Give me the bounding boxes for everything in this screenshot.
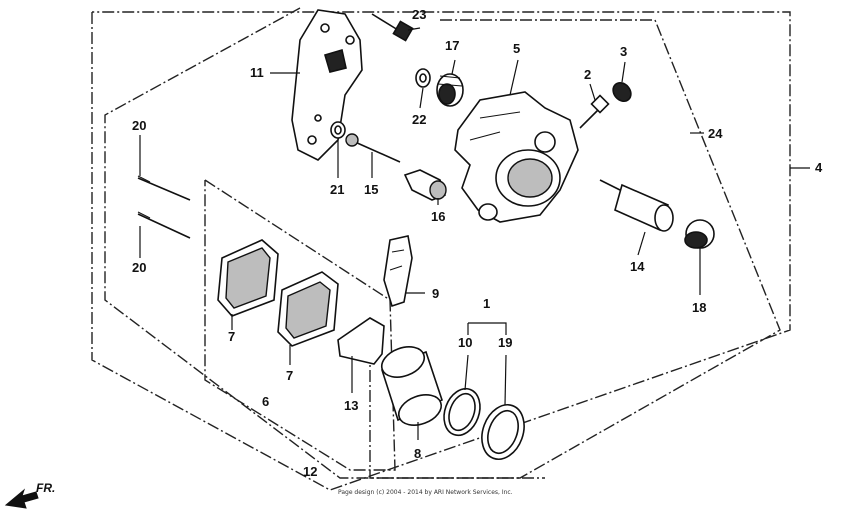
assembly-outline-24 bbox=[104, 7, 781, 479]
bleeder-cap-part-3 bbox=[612, 81, 632, 103]
pad-pin-part-20-upper bbox=[137, 175, 191, 201]
callout-13: 13 bbox=[344, 398, 358, 413]
slide-pin-part-14 bbox=[599, 179, 674, 232]
callout-11: 11 bbox=[250, 65, 264, 80]
caliper-bracket-part-11 bbox=[291, 9, 363, 161]
pad-set-outline-12 bbox=[204, 179, 396, 471]
callout-5: 5 bbox=[513, 41, 520, 56]
piston-seal-outline-1 bbox=[369, 330, 545, 479]
ring-part-22 bbox=[415, 68, 431, 88]
front-direction-indicator: FR. bbox=[4, 481, 55, 509]
callout-7b: 7 bbox=[286, 368, 293, 383]
callout-12: 12 bbox=[303, 464, 317, 479]
callout-19: 19 bbox=[498, 335, 512, 350]
callout-2: 2 bbox=[584, 67, 591, 82]
piston-seal-part-10 bbox=[443, 387, 481, 437]
piston-part-8 bbox=[380, 346, 443, 426]
callout-22: 22 bbox=[412, 112, 426, 127]
callout-8: 8 bbox=[414, 446, 421, 461]
brake-pad-part-7-right bbox=[277, 271, 339, 347]
pad-pin-part-20-lower bbox=[137, 211, 191, 239]
bleeder-valve-part-2 bbox=[579, 94, 610, 129]
front-arrow-icon bbox=[4, 488, 39, 509]
callout-14: 14 bbox=[630, 259, 645, 274]
bolt-part-23 bbox=[371, 13, 414, 42]
callout-3: 3 bbox=[620, 44, 627, 59]
callout-18: 18 bbox=[692, 300, 706, 315]
callout-21: 21 bbox=[330, 182, 344, 197]
callout-24: 24 bbox=[708, 126, 723, 141]
callout-1: 1 bbox=[483, 296, 490, 311]
callout-15: 15 bbox=[364, 182, 378, 197]
pad-spring-part-9 bbox=[383, 235, 413, 308]
callout-23: 23 bbox=[412, 7, 426, 22]
callout-7a: 7 bbox=[228, 329, 235, 344]
cap-part-18 bbox=[684, 219, 715, 249]
callout-20a: 20 bbox=[132, 118, 146, 133]
callout-10: 10 bbox=[458, 335, 472, 350]
callout-labels: 1 2 3 4 5 6 7 7 8 9 10 11 12 13 14 15 16… bbox=[132, 7, 823, 479]
pad-shim-part-13 bbox=[337, 317, 385, 365]
leader-lines bbox=[139, 27, 810, 440]
boot-part-17 bbox=[436, 73, 464, 107]
pin-bolt-part-15 bbox=[345, 133, 401, 163]
assembly-outline-4 bbox=[91, 11, 791, 491]
dust-seal-part-19 bbox=[481, 404, 525, 460]
boot-part-16 bbox=[403, 169, 447, 201]
callout-6: 6 bbox=[262, 394, 269, 409]
callout-16: 16 bbox=[431, 209, 445, 224]
direction-label: FR. bbox=[36, 481, 55, 495]
caliper-body-part-5 bbox=[454, 91, 579, 223]
washer-part-21 bbox=[330, 121, 346, 139]
copyright-notice: Page design (c) 2004 - 2014 by ARI Netwo… bbox=[338, 489, 513, 496]
callout-20b: 20 bbox=[132, 260, 146, 275]
brake-pad-part-7-left bbox=[217, 239, 279, 317]
callout-9: 9 bbox=[432, 286, 439, 301]
callout-17: 17 bbox=[445, 38, 459, 53]
callout-4: 4 bbox=[815, 160, 823, 175]
